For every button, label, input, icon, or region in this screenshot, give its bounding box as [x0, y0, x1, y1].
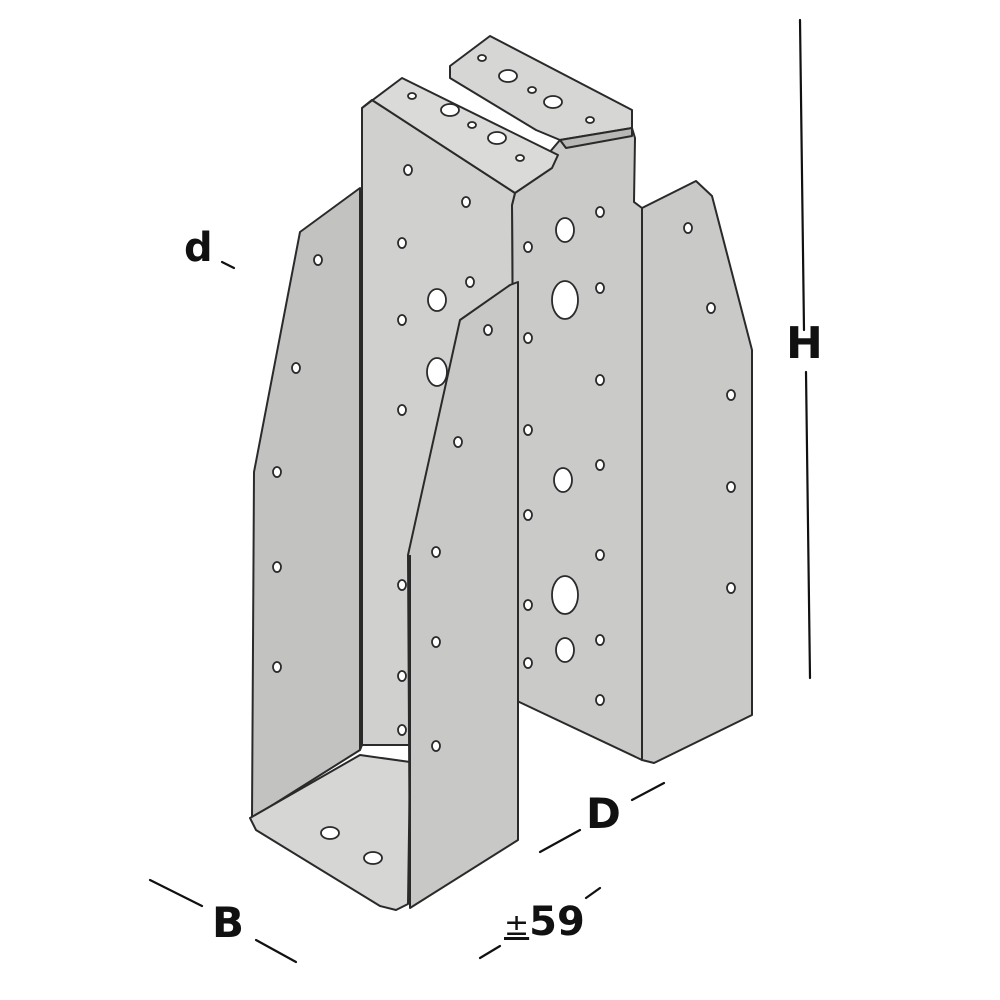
back-top-tab-edge — [559, 127, 633, 149]
hole — [397, 314, 407, 326]
hole — [543, 95, 563, 109]
hole — [595, 282, 605, 294]
depth-dimension-line-upper — [630, 781, 666, 802]
hole — [595, 374, 605, 386]
hole — [431, 636, 441, 648]
hole — [272, 466, 282, 478]
hole — [440, 103, 460, 117]
hole — [397, 724, 407, 736]
hole — [397, 237, 407, 249]
b-dimension-line-right — [254, 938, 298, 964]
front-top-tab — [361, 77, 559, 194]
height-dimension-line-lower — [804, 370, 812, 680]
tolerance-dimension-line-left — [478, 944, 502, 960]
hole — [453, 436, 463, 448]
hole — [427, 288, 447, 312]
hole — [483, 324, 493, 336]
hole — [403, 164, 413, 176]
hole — [523, 509, 533, 521]
dimension-label-d: d — [184, 225, 213, 271]
hole — [515, 154, 525, 162]
hole — [527, 86, 537, 94]
hole — [272, 561, 282, 573]
plus-minus-symbol: ± — [504, 908, 530, 943]
hole — [498, 69, 518, 83]
hole — [487, 131, 507, 145]
b-dimension-line-left — [148, 878, 204, 908]
hole — [595, 459, 605, 471]
depth-dimension-line-lower — [538, 828, 582, 854]
hole — [272, 661, 282, 673]
hole — [551, 575, 579, 615]
hole — [467, 121, 477, 129]
hole — [523, 657, 533, 669]
tolerance-label: ±59 — [504, 902, 585, 942]
hole — [585, 116, 595, 124]
hole — [553, 467, 573, 493]
hole — [407, 92, 417, 100]
tolerance-value: 59 — [529, 899, 585, 945]
hole — [320, 826, 340, 840]
hole — [595, 206, 605, 218]
dimension-label-height: H — [786, 318, 823, 369]
hole — [726, 481, 736, 493]
hole — [595, 549, 605, 561]
hole — [551, 280, 579, 320]
hole — [477, 54, 487, 62]
hole — [523, 424, 533, 436]
hole — [397, 579, 407, 591]
hole — [523, 332, 533, 344]
back-right-flange — [641, 180, 753, 764]
hole — [291, 362, 301, 374]
dimension-label-depth: D — [586, 789, 621, 838]
hole — [595, 634, 605, 646]
hole — [313, 254, 323, 266]
hole — [363, 851, 383, 865]
hole — [555, 637, 575, 663]
hole — [555, 217, 575, 243]
hole — [426, 357, 448, 387]
hole — [523, 599, 533, 611]
hole — [431, 546, 441, 558]
left-side-flange — [251, 187, 363, 819]
hole — [706, 302, 716, 314]
dimension-label-width: B — [212, 898, 245, 947]
tolerance-dimension-line-right — [584, 886, 602, 900]
hole — [726, 582, 736, 594]
hole — [523, 241, 533, 253]
hole — [465, 276, 475, 288]
height-dimension-line — [798, 18, 806, 332]
hole — [397, 404, 407, 416]
hole — [595, 694, 605, 706]
d-leader-line — [220, 260, 236, 270]
hole — [431, 740, 441, 752]
hole — [683, 222, 693, 234]
hole — [726, 389, 736, 401]
hole — [397, 670, 407, 682]
hole — [461, 196, 471, 208]
